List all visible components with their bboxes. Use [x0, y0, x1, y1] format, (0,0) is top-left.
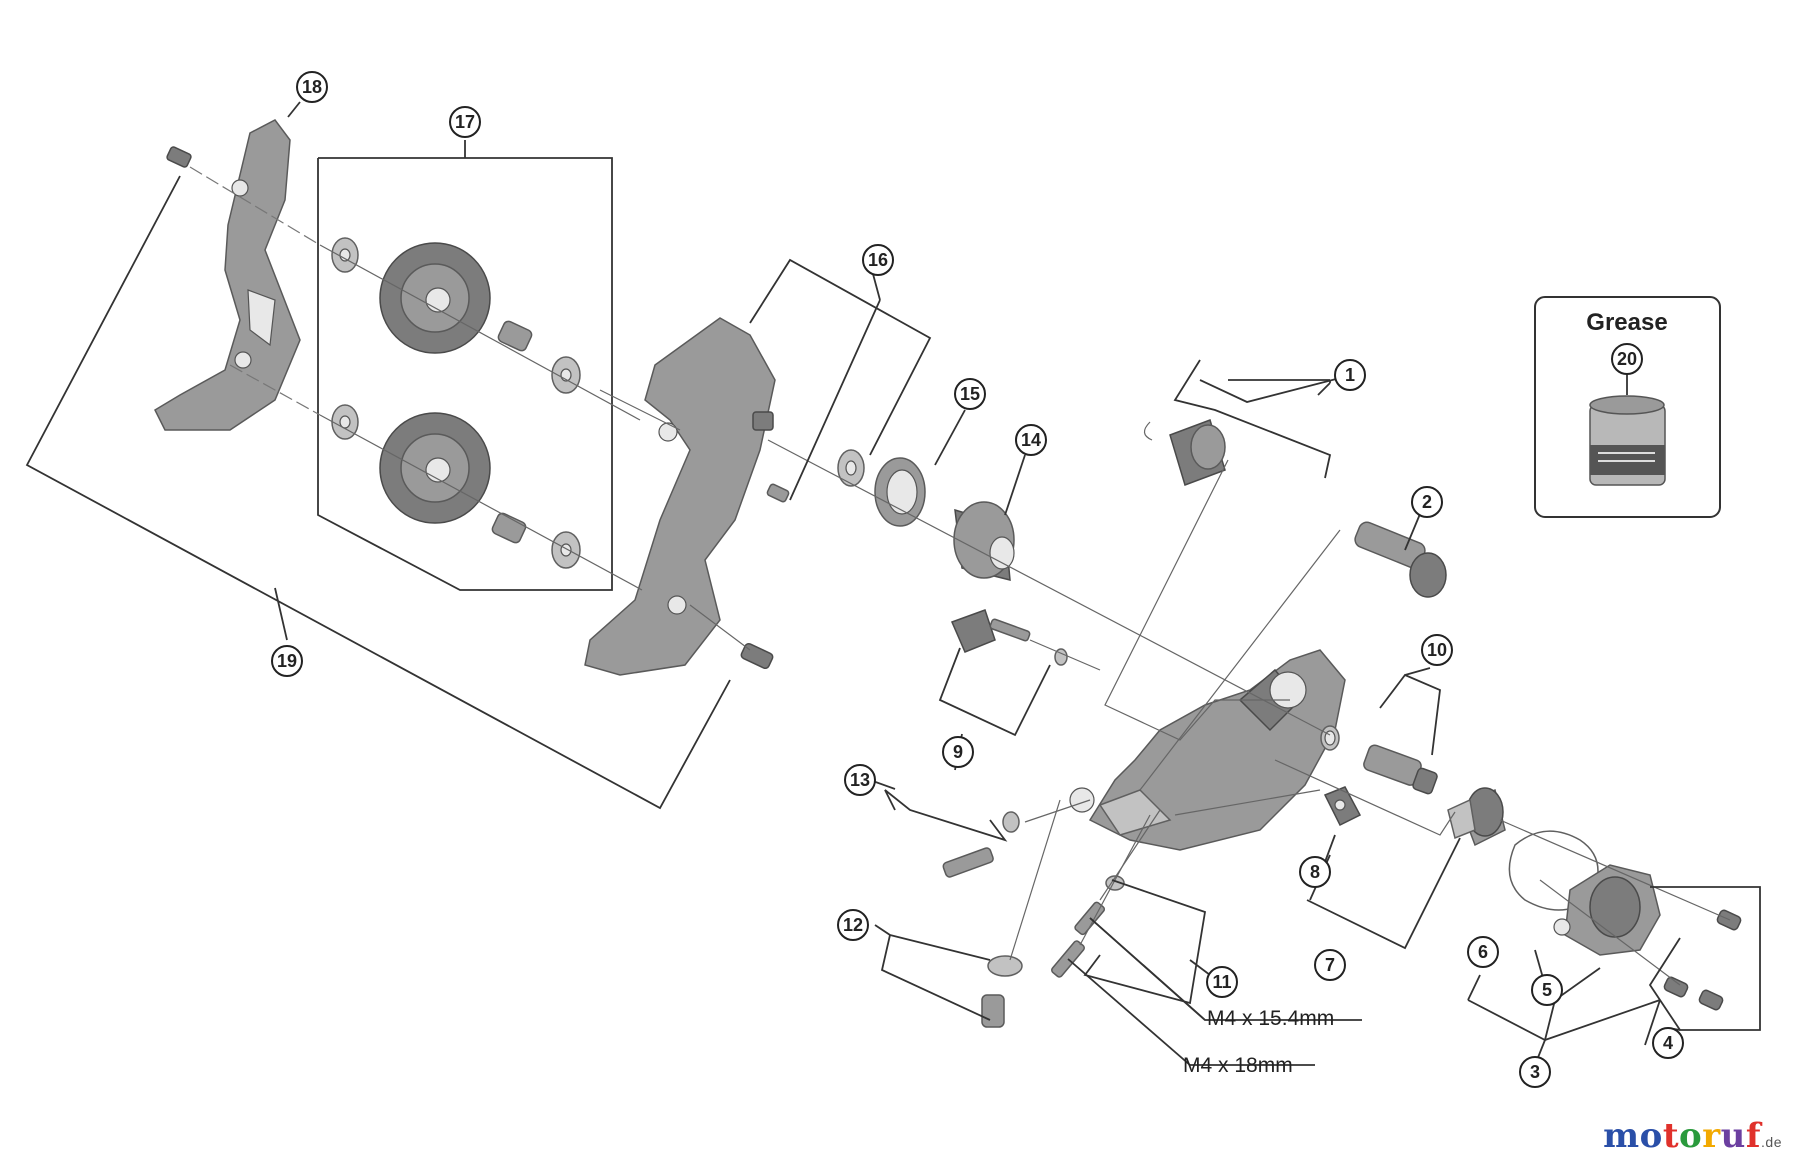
callout-8: 8: [1299, 856, 1331, 888]
callout-6: 6: [1467, 936, 1499, 968]
spring-axle: [1363, 744, 1438, 795]
cable-fixing-bolt: [981, 994, 1005, 1028]
brand-letter-3: t: [1662, 1116, 1680, 1156]
cable-clamp: [1323, 786, 1362, 827]
svg-text:10: 10: [1427, 640, 1447, 660]
brand-watermark: motoruf.de: [1603, 1116, 1782, 1156]
bolt-spec-upper: M4 x 15.4mm: [1207, 1007, 1334, 1030]
cage-washer: [837, 449, 865, 487]
svg-text:12: 12: [843, 915, 863, 935]
svg-text:15: 15: [960, 384, 980, 404]
o-ring: [1320, 725, 1340, 751]
cage-pin: [766, 483, 790, 503]
callout-18: 18: [296, 71, 328, 103]
assembly-axis-lines: [189, 166, 1731, 986]
callout-15: 15: [954, 378, 986, 410]
cable-fixing-washer: [987, 955, 1023, 977]
axle-bolt: [1354, 521, 1447, 598]
svg-text:8: 8: [1310, 862, 1320, 882]
callout-10: 10: [1421, 634, 1453, 666]
outer-cage-plate: [154, 119, 301, 431]
svg-text:4: 4: [1663, 1033, 1673, 1053]
svg-text:5: 5: [1542, 980, 1552, 1000]
svg-text:17: 17: [455, 112, 475, 132]
callout-brackets: [25, 101, 1761, 1066]
upper-pulley-bushing: [497, 320, 533, 352]
callout-14: 14: [1015, 424, 1047, 456]
adjust-washer: [1002, 811, 1020, 833]
callout-16: 16: [862, 244, 894, 276]
callout-1: 1: [1334, 359, 1366, 391]
cover-screw-mid: [1663, 976, 1689, 998]
brand-letter-1: m: [1603, 1116, 1640, 1156]
svg-text:11: 11: [1212, 972, 1231, 992]
cover-screw-bottom: [1698, 989, 1724, 1011]
callout-3: 3: [1519, 1056, 1551, 1088]
brand-letter-6: u: [1720, 1116, 1746, 1156]
derailleur-body: [1069, 649, 1346, 851]
svg-text:2: 2: [1422, 492, 1432, 512]
brand-suffix: .de: [1761, 1134, 1782, 1150]
cage-ring: [874, 457, 926, 527]
svg-text:16: 16: [868, 250, 888, 270]
inner-cage-plate: [584, 317, 776, 676]
clutch-unit: [1447, 787, 1506, 847]
svg-text:18: 18: [302, 77, 322, 97]
plate-bolt-top: [166, 146, 192, 168]
upper-pulley-washer-right: [551, 356, 581, 394]
adjust-bolt-spacer: [1105, 875, 1125, 891]
upper-pulley-wheel: [379, 242, 491, 354]
callout-2: 2: [1411, 486, 1443, 518]
svg-text:14: 14: [1021, 430, 1041, 450]
tension-spring-cap: [953, 501, 1015, 581]
callout-9: 9: [942, 736, 974, 768]
svg-text:6: 6: [1478, 942, 1488, 962]
callout-5: 5: [1531, 974, 1563, 1006]
clutch-cover-cap: [1143, 419, 1226, 486]
lower-pulley-washer-right: [551, 531, 581, 569]
svg-text:19: 19: [277, 651, 297, 671]
svg-text:13: 13: [850, 770, 870, 790]
lower-pulley-washer-left: [331, 404, 359, 440]
callout-7: 7: [1314, 949, 1346, 981]
lower-pulley-bushing: [491, 512, 527, 544]
callout-12: 12: [837, 909, 869, 941]
brand-letter-5: r: [1702, 1116, 1721, 1156]
callout-20: 20: [1611, 343, 1643, 375]
b-tension-screw: [950, 609, 1068, 666]
svg-text:1: 1: [1345, 365, 1355, 385]
brand-letter-7: f: [1745, 1116, 1762, 1156]
pulley-set-box: [317, 157, 613, 591]
bolt-spec-lower: M4 x 18mm: [1183, 1054, 1293, 1077]
svg-text:9: 9: [953, 742, 963, 762]
lower-pulley-wheel: [379, 412, 491, 524]
brand-letter-4: o: [1679, 1116, 1703, 1156]
svg-text:7: 7: [1325, 955, 1335, 975]
grease-box: Grease: [1534, 296, 1721, 518]
callout-4: 4: [1652, 1027, 1684, 1059]
callout-11: 11: [1206, 966, 1238, 998]
callout-19: 19: [271, 645, 303, 677]
brand-letter-2: o: [1639, 1116, 1663, 1156]
grease-title: Grease: [1586, 309, 1667, 336]
svg-text:20: 20: [1617, 349, 1637, 369]
adjust-screw: [942, 847, 994, 878]
callout-13: 13: [844, 764, 876, 796]
grease-jar: [1589, 395, 1666, 486]
svg-text:3: 3: [1530, 1062, 1540, 1082]
upper-pulley-washer-left: [331, 237, 359, 273]
clutch-cover: [1553, 864, 1661, 956]
callout-17: 17: [449, 106, 481, 138]
